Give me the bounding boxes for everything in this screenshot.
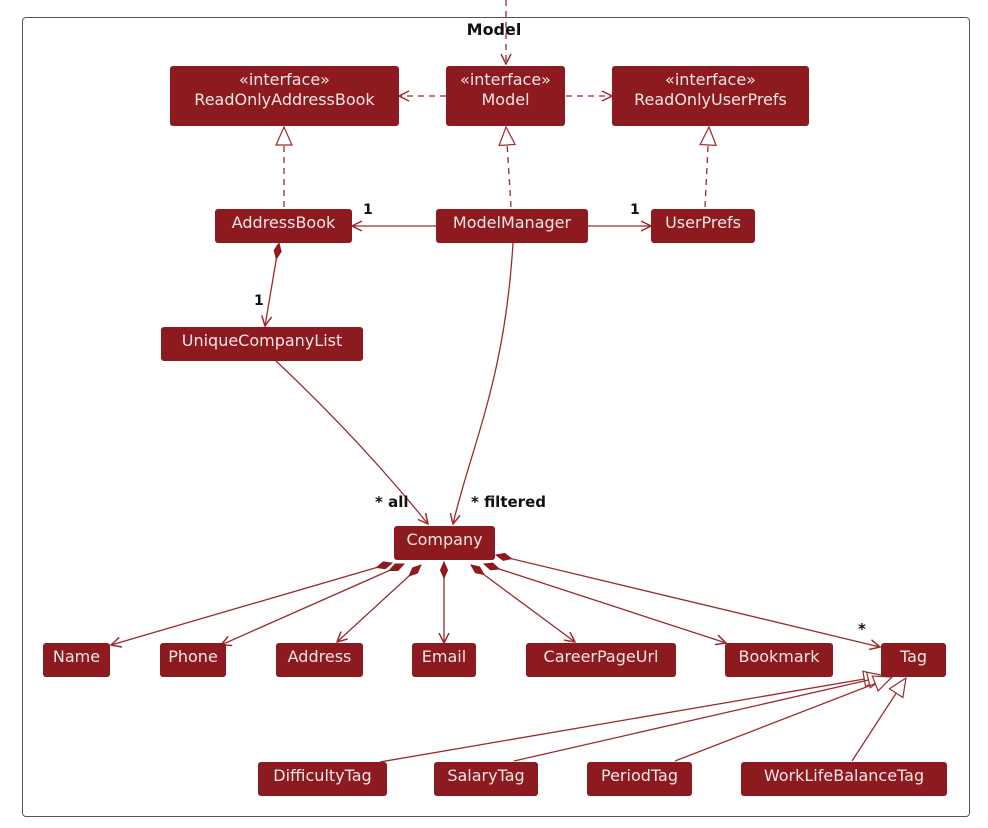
company-composes-name (111, 563, 392, 645)
multiplicity-userprefs: 1 (630, 202, 640, 218)
company-composes-tag (496, 555, 880, 647)
uniquecompanylist-to-company (275, 360, 428, 524)
interface-model: «interface» Model (446, 66, 565, 126)
class-addressbook: AddressBook (215, 209, 352, 243)
class-salarytag: SalaryTag (434, 762, 538, 796)
class-company: Company (394, 526, 495, 560)
class-modelmanager: ModelManager (436, 209, 588, 243)
multiplicity-filtered: * filtered (471, 493, 546, 511)
class-careerpageurl: CareerPageUrl (526, 643, 676, 677)
class-userprefs: UserPrefs (651, 209, 755, 243)
class-tag: Tag (881, 643, 946, 677)
class-email: Email (412, 643, 476, 677)
addressbook-composes-uniquecompanylist (265, 243, 279, 326)
class-name: Name (43, 643, 110, 677)
multiplicity-uniquecompanylist: 1 (254, 293, 264, 309)
class-periodtag: PeriodTag (587, 762, 692, 796)
package-frame (22, 17, 970, 817)
modelmanager-to-company (453, 242, 514, 524)
userprefs-realizes-readonlyuserprefs (705, 127, 709, 208)
interface-name: ReadOnlyAddressBook (194, 90, 375, 109)
class-bookmark: Bookmark (725, 643, 833, 677)
multiplicity-tag: * (858, 620, 866, 638)
stereotype-label: «interface» (460, 70, 551, 89)
class-address: Address (276, 643, 363, 677)
salarytag-extends-tag (513, 676, 886, 762)
company-composes-bookmark (484, 564, 726, 643)
class-phone: Phone (160, 643, 226, 677)
interface-name: Model (481, 90, 530, 109)
interface-readonlyaddressbook: «interface» ReadOnlyAddressBook (170, 66, 399, 126)
company-composes-address (337, 565, 421, 642)
interface-readonlyuserprefs: «interface» ReadOnlyUserPrefs (612, 66, 809, 126)
stereotype-label: «interface» (239, 70, 330, 89)
stereotype-label: «interface» (665, 70, 756, 89)
class-worklifebalancetag: WorkLifeBalanceTag (741, 762, 947, 796)
worklifebalancetag-extends-tag (851, 678, 906, 762)
multiplicity-addressbook: 1 (363, 202, 373, 218)
periodtag-extends-tag (674, 677, 892, 762)
difficultytag-extends-tag (379, 676, 882, 763)
class-difficultytag: DifficultyTag (258, 762, 387, 796)
class-uniquecompanylist: UniqueCompanyList (161, 327, 363, 361)
multiplicity-all: * all (375, 493, 409, 511)
package-title: Model (466, 20, 522, 39)
interface-name: ReadOnlyUserPrefs (634, 90, 787, 109)
modelmanager-realizes-model (506, 127, 511, 208)
